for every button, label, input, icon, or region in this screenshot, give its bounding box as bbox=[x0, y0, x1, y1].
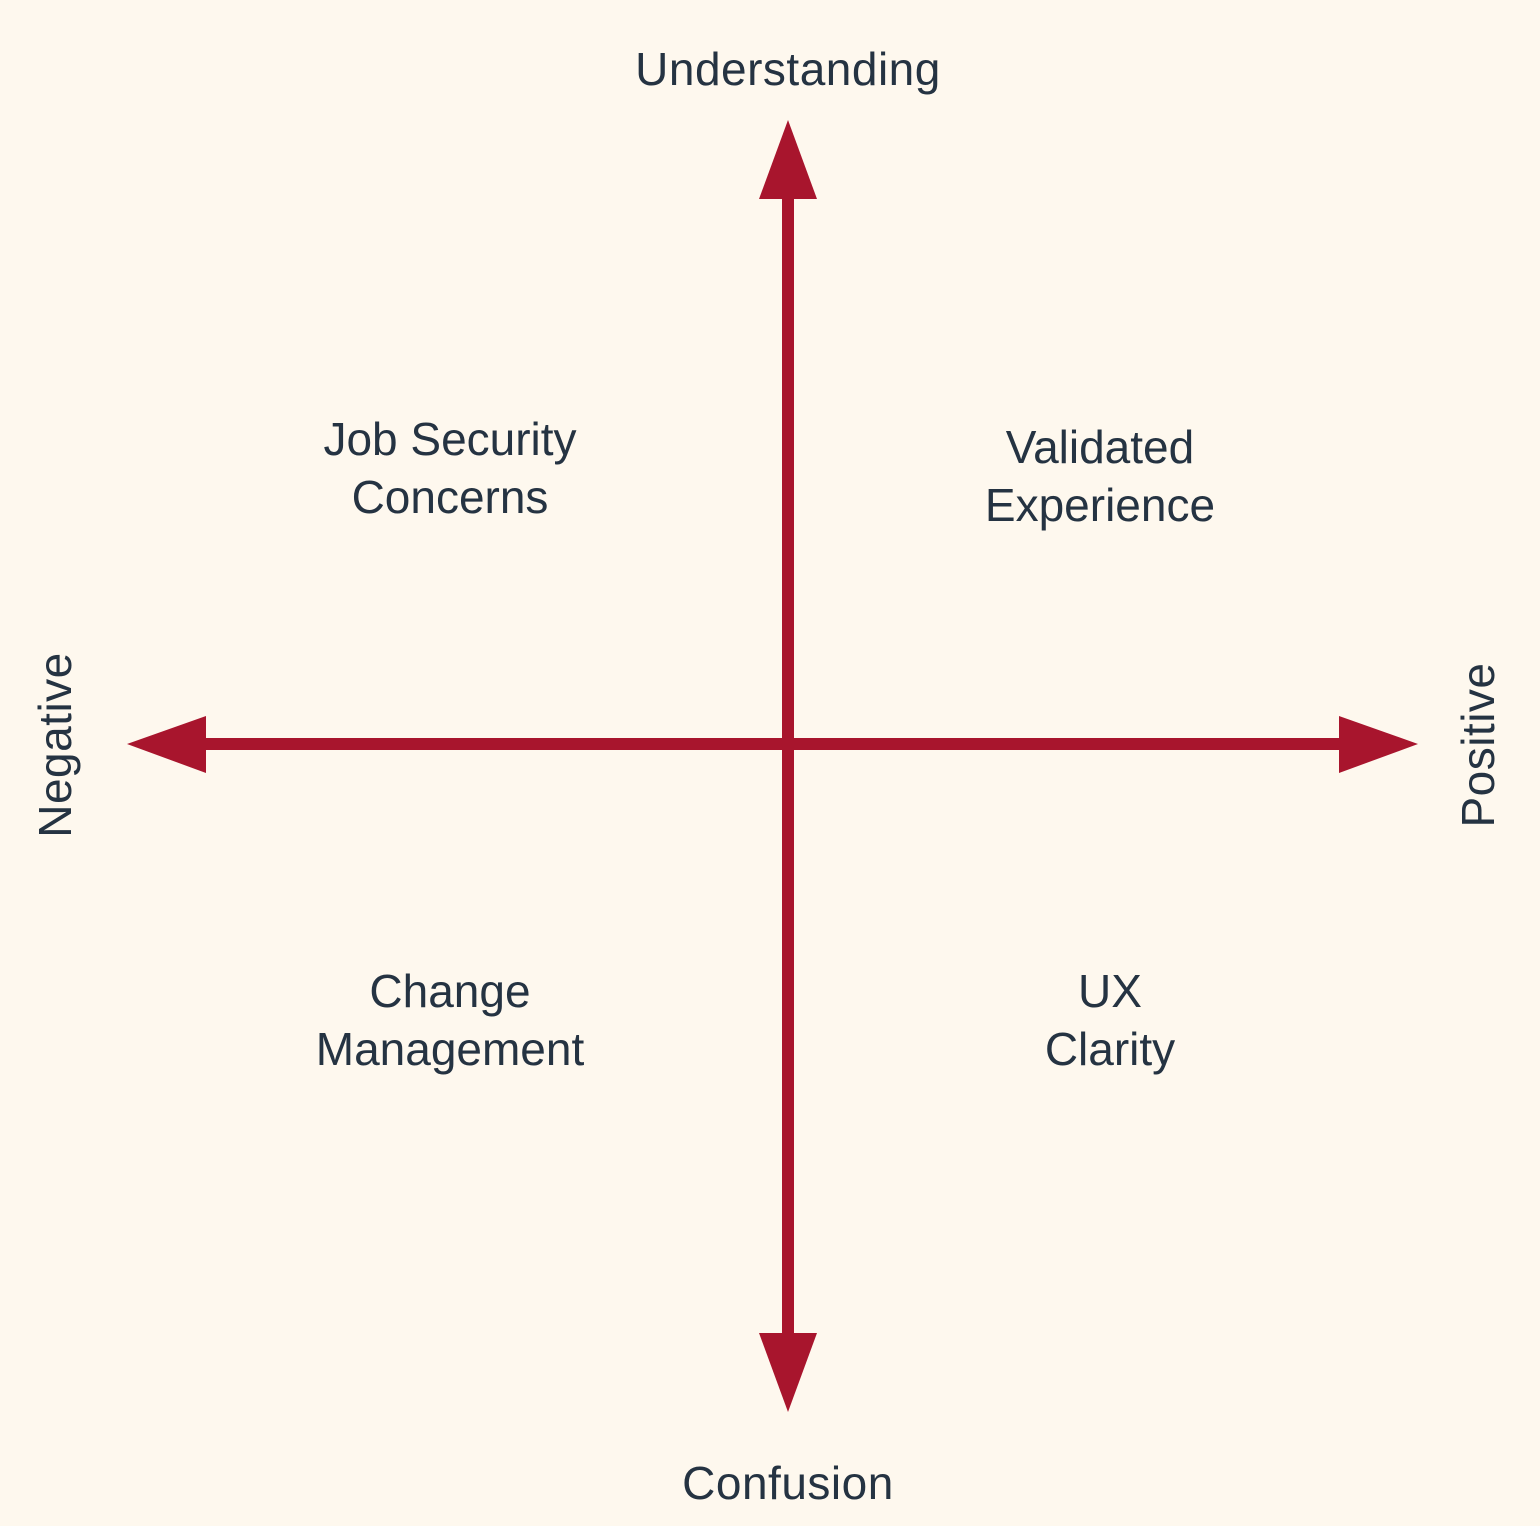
horizontal-axis-line bbox=[200, 738, 1346, 750]
quadrant-bottom-left: Change Management bbox=[210, 962, 690, 1078]
quadrant-top-left-line1: Job Security bbox=[323, 413, 577, 465]
quadrant-bottom-right-line2: Clarity bbox=[1044, 1023, 1176, 1075]
vertical-axis-line bbox=[782, 190, 794, 1340]
quadrant-bottom-right-line1: UX bbox=[1078, 965, 1142, 1017]
axis-label-right: Positive bbox=[1452, 662, 1504, 828]
axis-label-top: Understanding bbox=[635, 43, 941, 95]
arrow-right-icon bbox=[1339, 716, 1418, 773]
quadrant-top-right-line2: Experience bbox=[984, 479, 1216, 531]
arrow-up-icon bbox=[759, 120, 817, 199]
quadrant-bottom-left-line2: Management bbox=[315, 1023, 585, 1075]
arrow-left-icon bbox=[127, 716, 206, 773]
quadrant-top-left: Job Security Concerns bbox=[210, 410, 690, 526]
quadrant-bottom-right: UX Clarity bbox=[870, 962, 1350, 1078]
axis-label-left: Negative bbox=[29, 652, 81, 838]
quadrant-top-right-line1: Validated bbox=[1005, 421, 1195, 473]
quadrant-top-left-line2: Concerns bbox=[351, 471, 549, 523]
quadrant-top-right: Validated Experience bbox=[860, 418, 1340, 534]
axis-label-bottom: Confusion bbox=[682, 1457, 894, 1509]
arrow-down-icon bbox=[759, 1333, 817, 1412]
quadrant-bottom-left-line1: Change bbox=[369, 965, 531, 1017]
